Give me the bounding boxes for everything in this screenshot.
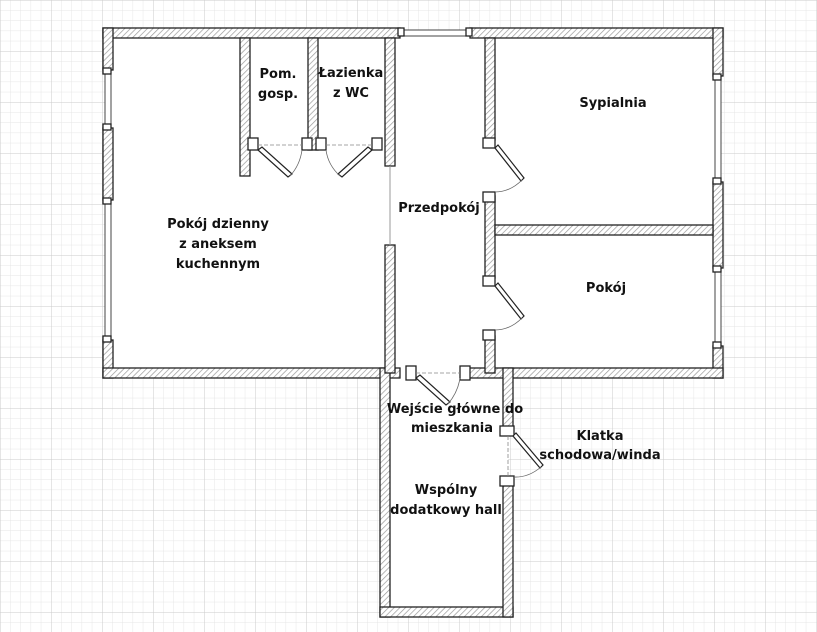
- label-bedroom: Sypialnia: [579, 96, 646, 111]
- label-utility: Pom.gosp.: [258, 67, 298, 102]
- doors: [247, 137, 544, 487]
- windows: [102, 27, 722, 349]
- label-hallway: Przedpokój: [398, 201, 480, 216]
- floor-area: [108, 33, 718, 612]
- label-room: Pokój: [586, 281, 626, 296]
